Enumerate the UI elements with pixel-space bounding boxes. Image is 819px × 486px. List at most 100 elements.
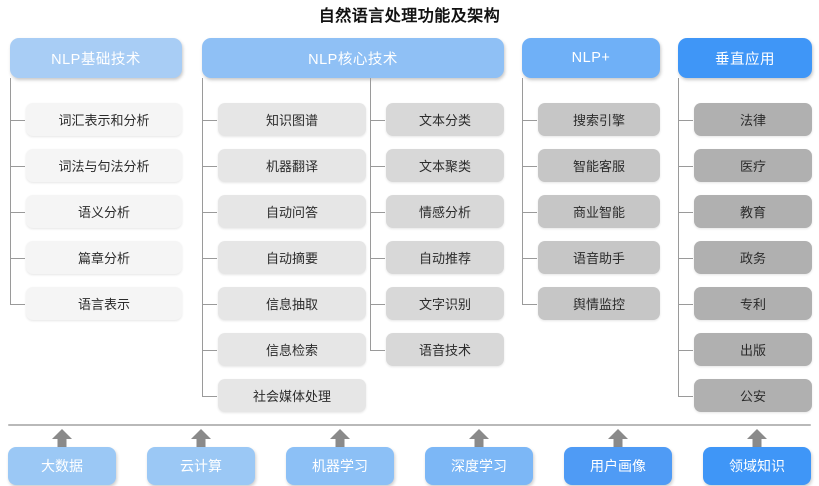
- item-label: 自动推荐: [418, 251, 471, 266]
- item-label: 公安: [739, 389, 766, 404]
- foundation-box[interactable]: 深度学习: [425, 447, 533, 485]
- item-label: 篇章分析: [77, 251, 130, 266]
- connector-stub: [202, 165, 217, 167]
- item-box[interactable]: 商业智能: [538, 195, 660, 228]
- item-box[interactable]: 自动摘要: [218, 241, 366, 274]
- connector-stub: [522, 119, 537, 121]
- item-label: 法律: [739, 113, 766, 128]
- connector-stub: [522, 165, 537, 167]
- item-label: 信息抽取: [265, 297, 318, 312]
- item-box[interactable]: 信息抽取: [218, 287, 366, 320]
- foundation-label: 领域知识: [729, 458, 785, 474]
- item-box[interactable]: 搜索引擎: [538, 103, 660, 136]
- foundation-box[interactable]: 大数据: [8, 447, 116, 485]
- item-box[interactable]: 自动问答: [218, 195, 366, 228]
- connector-stub: [202, 395, 217, 397]
- header-label: NLP基础技术: [51, 51, 141, 68]
- connector-stub: [202, 257, 217, 259]
- connector-spine: [678, 78, 679, 396]
- foundation-box[interactable]: 用户画像: [564, 447, 672, 485]
- item-box[interactable]: 语音技术: [386, 333, 504, 366]
- connector-stub: [370, 303, 385, 305]
- item-label: 政务: [739, 251, 766, 266]
- connector-stub: [678, 303, 693, 305]
- item-box[interactable]: 篇章分析: [26, 241, 182, 274]
- up-arrow-icon: [51, 428, 73, 454]
- connector-stub: [370, 119, 385, 121]
- item-box[interactable]: 政务: [694, 241, 812, 274]
- foundation-label: 用户画像: [590, 458, 646, 474]
- item-label: 机器翻译: [265, 159, 318, 174]
- item-label: 文字识别: [418, 297, 471, 312]
- item-box[interactable]: 机器翻译: [218, 149, 366, 182]
- item-box[interactable]: 专利: [694, 287, 812, 320]
- item-box[interactable]: 舆情监控: [538, 287, 660, 320]
- item-box[interactable]: 语言表示: [26, 287, 182, 320]
- item-label: 商业智能: [572, 205, 625, 220]
- up-arrow-icon: [468, 428, 490, 454]
- connector-spine: [10, 78, 11, 304]
- connector-stub: [202, 211, 217, 213]
- connector-stub: [370, 165, 385, 167]
- foundation-label: 云计算: [180, 458, 222, 474]
- connector-spine: [370, 78, 371, 350]
- item-label: 舆情监控: [572, 297, 625, 312]
- connector-stub: [10, 211, 25, 213]
- header-box-nlp-basic[interactable]: NLP基础技术: [10, 38, 182, 78]
- item-box[interactable]: 法律: [694, 103, 812, 136]
- item-box[interactable]: 医疗: [694, 149, 812, 182]
- connector-spine: [522, 78, 523, 304]
- item-box[interactable]: 信息检索: [218, 333, 366, 366]
- item-label: 信息检索: [265, 343, 318, 358]
- item-label: 词汇表示和分析: [58, 113, 150, 128]
- item-label: 语言表示: [77, 297, 130, 312]
- item-box[interactable]: 知识图谱: [218, 103, 366, 136]
- connector-stub: [678, 349, 693, 351]
- up-arrow-icon: [190, 428, 212, 454]
- connector-stub: [202, 119, 217, 121]
- foundation-box[interactable]: 机器学习: [286, 447, 394, 485]
- connector-stub: [522, 257, 537, 259]
- connector-stub: [10, 257, 25, 259]
- header-box-nlp-core[interactable]: NLP核心技术: [202, 38, 504, 78]
- up-arrow-icon: [607, 428, 629, 454]
- item-label: 自动问答: [265, 205, 318, 220]
- item-box[interactable]: 文本聚类: [386, 149, 504, 182]
- header-label: 垂直应用: [715, 51, 775, 68]
- up-arrow-icon: [329, 428, 351, 454]
- connector-stub: [522, 303, 537, 305]
- item-box[interactable]: 自动推荐: [386, 241, 504, 274]
- item-label: 词法与句法分析: [58, 159, 150, 174]
- header-box-vertical-apps[interactable]: 垂直应用: [678, 38, 812, 78]
- page-title: 自然语言处理功能及架构: [318, 8, 501, 25]
- item-box[interactable]: 语义分析: [26, 195, 182, 228]
- item-label: 自动摘要: [265, 251, 318, 266]
- connector-stub: [370, 349, 385, 351]
- header-box-nlp-plus[interactable]: NLP+: [522, 38, 660, 78]
- foundation-box[interactable]: 云计算: [147, 447, 255, 485]
- foundation-label: 机器学习: [312, 458, 368, 474]
- connector-spine: [202, 78, 203, 396]
- item-label: 专利: [739, 297, 766, 312]
- item-box[interactable]: 教育: [694, 195, 812, 228]
- item-box[interactable]: 词汇表示和分析: [26, 103, 182, 136]
- item-box[interactable]: 词法与句法分析: [26, 149, 182, 182]
- item-box[interactable]: 智能客服: [538, 149, 660, 182]
- connector-stub: [522, 211, 537, 213]
- item-box[interactable]: 公安: [694, 379, 812, 412]
- item-box[interactable]: 文字识别: [386, 287, 504, 320]
- item-label: 社会媒体处理: [252, 389, 331, 404]
- connector-stub: [10, 303, 25, 305]
- item-label: 出版: [739, 343, 766, 358]
- item-box[interactable]: 社会媒体处理: [218, 379, 366, 412]
- item-box[interactable]: 出版: [694, 333, 812, 366]
- foundation-divider: [8, 424, 811, 426]
- item-box[interactable]: 情感分析: [386, 195, 504, 228]
- item-box[interactable]: 语音助手: [538, 241, 660, 274]
- foundation-box[interactable]: 领域知识: [703, 447, 811, 485]
- item-box[interactable]: 文本分类: [386, 103, 504, 136]
- item-label: 教育: [739, 205, 766, 220]
- item-label: 情感分析: [418, 205, 471, 220]
- connector-stub: [10, 119, 25, 121]
